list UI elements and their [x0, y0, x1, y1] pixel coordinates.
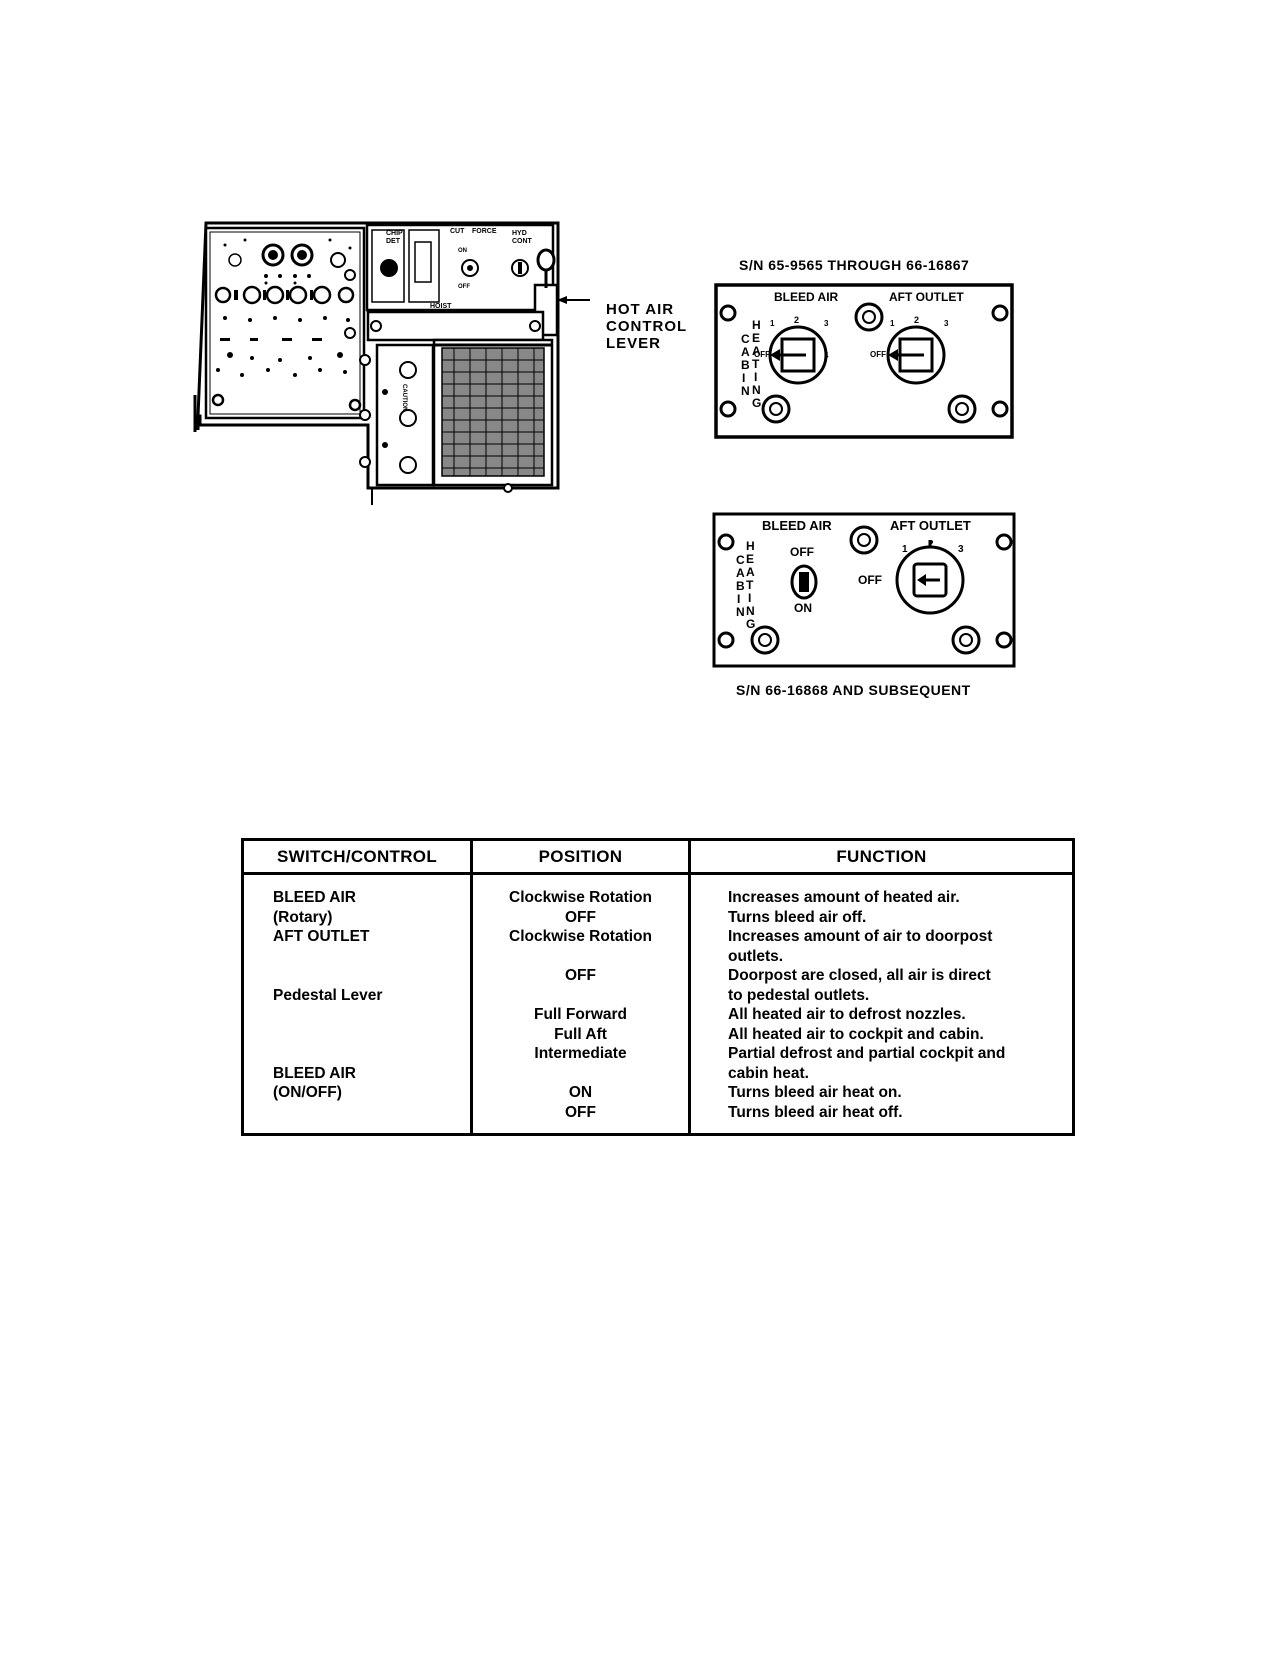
svg-text:G: G [746, 617, 755, 631]
svg-text:N: N [741, 384, 750, 398]
svg-text:I: I [737, 592, 740, 606]
svg-text:E: E [746, 552, 754, 566]
svg-text:A: A [741, 345, 750, 359]
svg-text:1: 1 [902, 544, 908, 555]
cabin-heating-panel-early: CAB IN HEA TIN G BLEED AIR 2 1 3 4 OFF A… [714, 283, 1014, 439]
svg-text:B: B [736, 579, 745, 593]
callout-line-2: CONTROL [606, 318, 688, 335]
svg-text:1: 1 [770, 319, 775, 328]
svg-text:N: N [752, 383, 761, 397]
header-switch-control: SWITCH/CONTROL [276, 847, 437, 866]
cabin-heating-panel-later: CAB IN HEA TIN G BLEED AIR OFF ON AFT OU… [712, 512, 1016, 668]
svg-text:OFF: OFF [858, 573, 882, 587]
svg-text:T: T [746, 578, 754, 592]
svg-text:2: 2 [914, 315, 919, 325]
callout-line-3: LEVER [606, 335, 662, 352]
svg-text:CUT: CUT [450, 228, 465, 235]
pedestal-console-illustration: CHIP DET CUT FORCE HYD CONT ON OFF HOIST… [193, 221, 590, 505]
svg-text:OFF: OFF [790, 545, 814, 559]
svg-text:I: I [754, 370, 757, 384]
svg-text:G: G [752, 396, 761, 410]
svg-text:AFT OUTLET: AFT OUTLET [890, 518, 971, 533]
svg-text:CONT: CONT [512, 238, 533, 245]
callout-line-1: HOT AIR [606, 301, 675, 318]
svg-text:T: T [752, 357, 760, 371]
svg-text:A: A [746, 565, 755, 579]
column-switch-control: BLEED AIR (Rotary) AFT OUTLET Pedestal L… [273, 889, 383, 1101]
svg-text:A: A [736, 566, 745, 580]
svg-text:OFF: OFF [870, 350, 886, 359]
svg-text:AFT OUTLET: AFT OUTLET [889, 290, 964, 304]
svg-text:BLEED AIR: BLEED AIR [774, 290, 839, 304]
svg-text:E: E [752, 331, 760, 345]
svg-text:3: 3 [824, 319, 829, 328]
svg-text:I: I [742, 371, 745, 385]
svg-text:N: N [736, 605, 745, 619]
svg-text:1: 1 [890, 319, 895, 328]
corner-screws [719, 304, 1009, 418]
header-position: POSITION [538, 847, 623, 866]
svg-text:B: B [741, 358, 750, 372]
svg-text:A: A [752, 344, 761, 358]
svg-text:C: C [736, 553, 745, 567]
svg-text:I: I [748, 591, 751, 605]
svg-text:DET: DET [386, 238, 401, 245]
column-divider [688, 841, 691, 1133]
svg-text:CAUTION: CAUTION [401, 384, 407, 411]
svg-text:3: 3 [958, 544, 964, 555]
caption-bottom: S/N 66-16868 AND SUBSEQUENT [736, 682, 971, 698]
svg-text:FORCE: FORCE [472, 228, 497, 235]
svg-text:ON: ON [458, 248, 467, 254]
svg-text:BLEED AIR: BLEED AIR [762, 518, 832, 533]
svg-text:HOIST: HOIST [430, 303, 452, 310]
controls-function-table: SWITCH/CONTROL POSITION FUNCTION BLEED A… [241, 838, 1075, 1136]
svg-text:3: 3 [944, 319, 949, 328]
header-function: FUNCTION [836, 847, 927, 866]
svg-text:OFF: OFF [754, 350, 770, 359]
hot-air-control-lever-label: HOT AIR CONTROL LEVER [606, 301, 687, 352]
column-divider [470, 841, 473, 1133]
svg-text:C: C [741, 332, 750, 346]
svg-text:H: H [746, 539, 755, 553]
svg-text:OFF: OFF [458, 284, 470, 290]
svg-text:2: 2 [794, 315, 799, 325]
svg-text:N: N [746, 604, 755, 618]
svg-text:CHIP: CHIP [386, 230, 403, 237]
header-divider [244, 872, 1072, 875]
caption-top: S/N 65-9565 THROUGH 66-16867 [739, 257, 970, 273]
svg-text:HYD: HYD [512, 230, 527, 237]
svg-text:H: H [752, 318, 761, 332]
svg-text:ON: ON [794, 601, 812, 615]
column-position: Clockwise Rotation OFF Clockwise Rotatio… [509, 889, 652, 1121]
column-function: Increases amount of heated air. Turns bl… [728, 889, 1006, 1121]
